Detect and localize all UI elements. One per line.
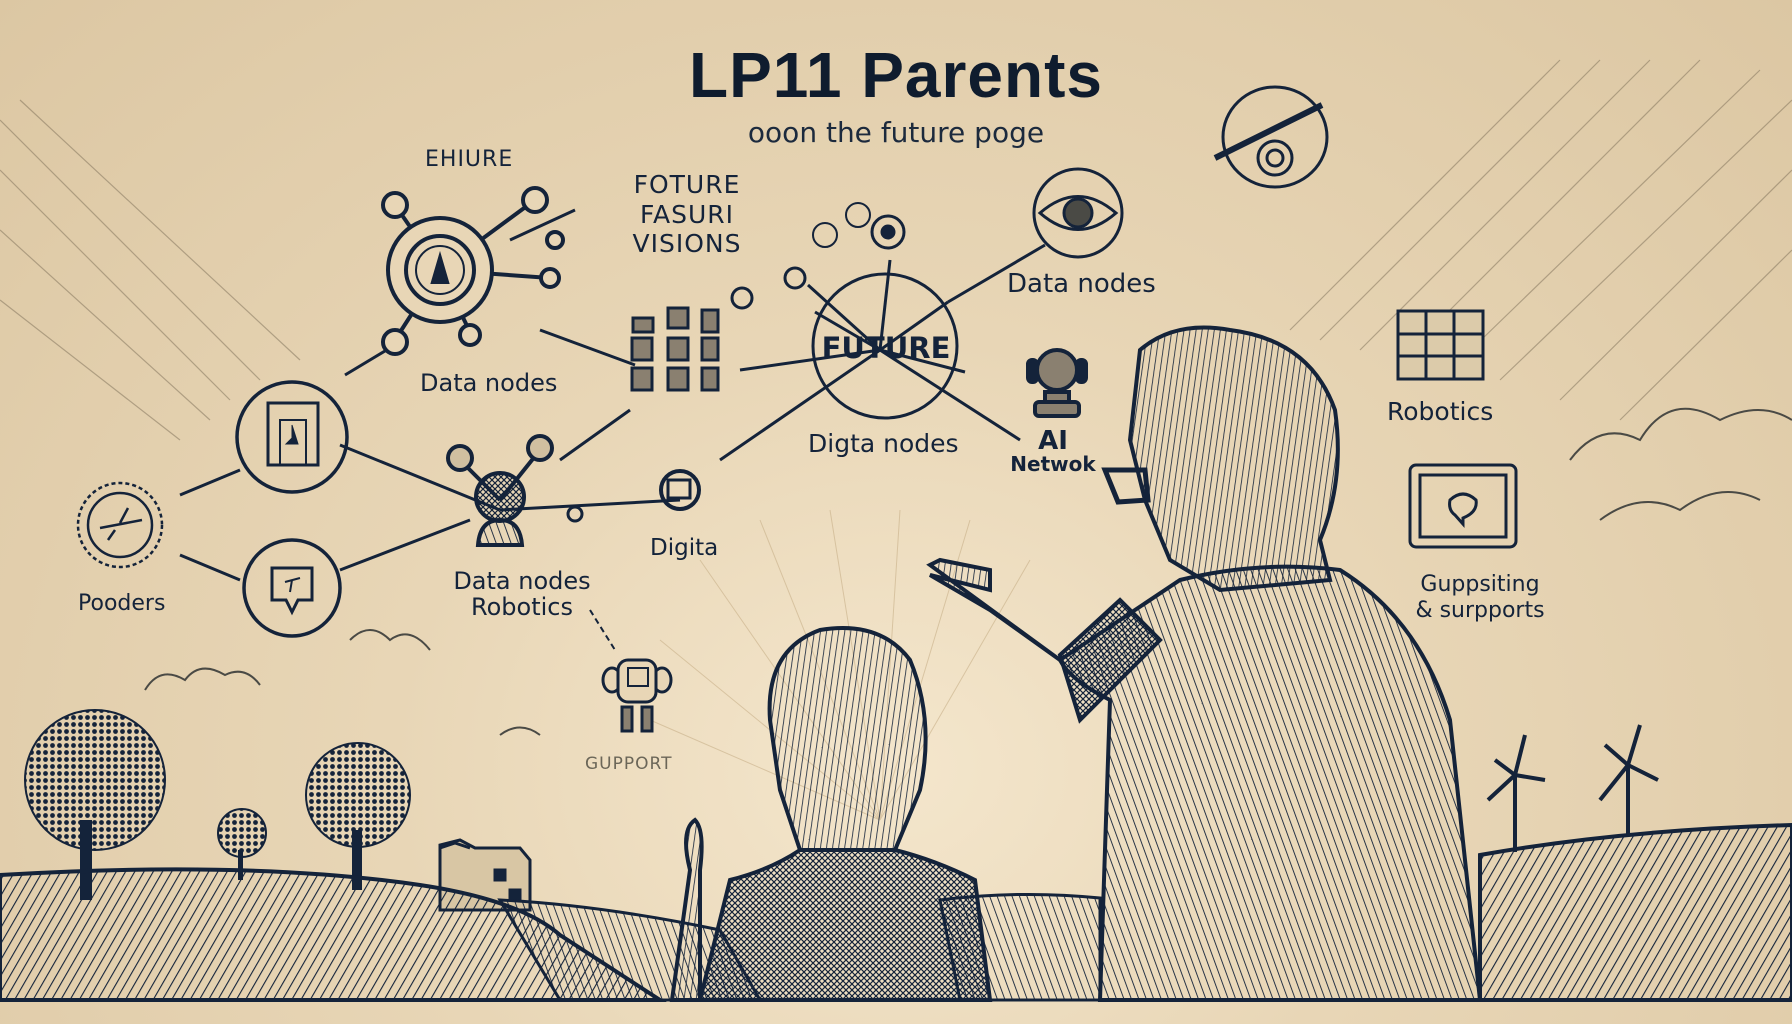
label-robotics-right: Robotics (1387, 397, 1494, 426)
label-data-nodes-left: Data nodes (420, 369, 558, 397)
page-title: LP11 Parents (689, 39, 1103, 111)
clouds (144, 407, 1792, 736)
label-supporting-line2: & surpports (1415, 598, 1545, 624)
airplane-badge-icon (76, 481, 164, 569)
label-digita: Digita (650, 535, 719, 561)
wind-turbines (1486, 724, 1659, 852)
central-node-label: FUTURE (821, 331, 951, 365)
person-node-icon (446, 434, 584, 547)
label-ai-network-line2: Netwok (1010, 452, 1096, 476)
chat-bubble-icon (242, 538, 342, 638)
page-subtitle: ooon the future poge (747, 116, 1045, 149)
robotics-connector (589, 609, 616, 651)
sky-strokes (0, 59, 1792, 441)
label-pooders: Pooders (78, 591, 166, 616)
father-figure (926, 325, 1483, 1002)
grid-table-icon (1396, 309, 1485, 381)
label-future-visions-line3: VISIONS (632, 229, 742, 258)
label-data-nodes-robotics-line2: Robotics (471, 593, 573, 622)
label-digta-nodes: Digta nodes (808, 429, 959, 458)
gear-network-icon (381, 186, 565, 356)
label-future-visions-line2: FASURI (639, 199, 735, 229)
robot-head-icon (1026, 348, 1088, 418)
label-future-visions: FOTURE FASURI VISIONS (612, 170, 762, 259)
trees (24, 709, 411, 900)
child-figure (669, 626, 993, 1002)
label-supporting-line1: Guppsiting (1420, 572, 1540, 597)
label-data-nodes-robotics: Data nodes Robotics (432, 568, 612, 621)
elevator-box-icon (235, 380, 349, 494)
small-robot-icon (601, 658, 673, 733)
future-hub-circle (811, 272, 959, 420)
satellite-eye-icon (1213, 85, 1329, 189)
label-data-nodes-robotics-line1: Data nodes (453, 567, 591, 595)
eye-icon (730, 167, 1124, 310)
label-ehiure: EHIURE (425, 147, 514, 172)
label-future-visions-line1: FOTURE (633, 170, 741, 199)
label-ai-network: AI Netwok (1003, 428, 1103, 474)
label-gupport: GUPPORT (585, 754, 673, 774)
label-data-nodes-top-right: Data nodes (1007, 269, 1156, 299)
server-rack-icon (630, 306, 720, 392)
monitor-icon (659, 469, 701, 511)
tablet-chat-icon (1408, 463, 1518, 549)
network-connections (179, 208, 1046, 582)
label-supporting: Guppsiting & surpports (1390, 572, 1570, 625)
label-ai-network-line1: AI (1038, 426, 1068, 456)
